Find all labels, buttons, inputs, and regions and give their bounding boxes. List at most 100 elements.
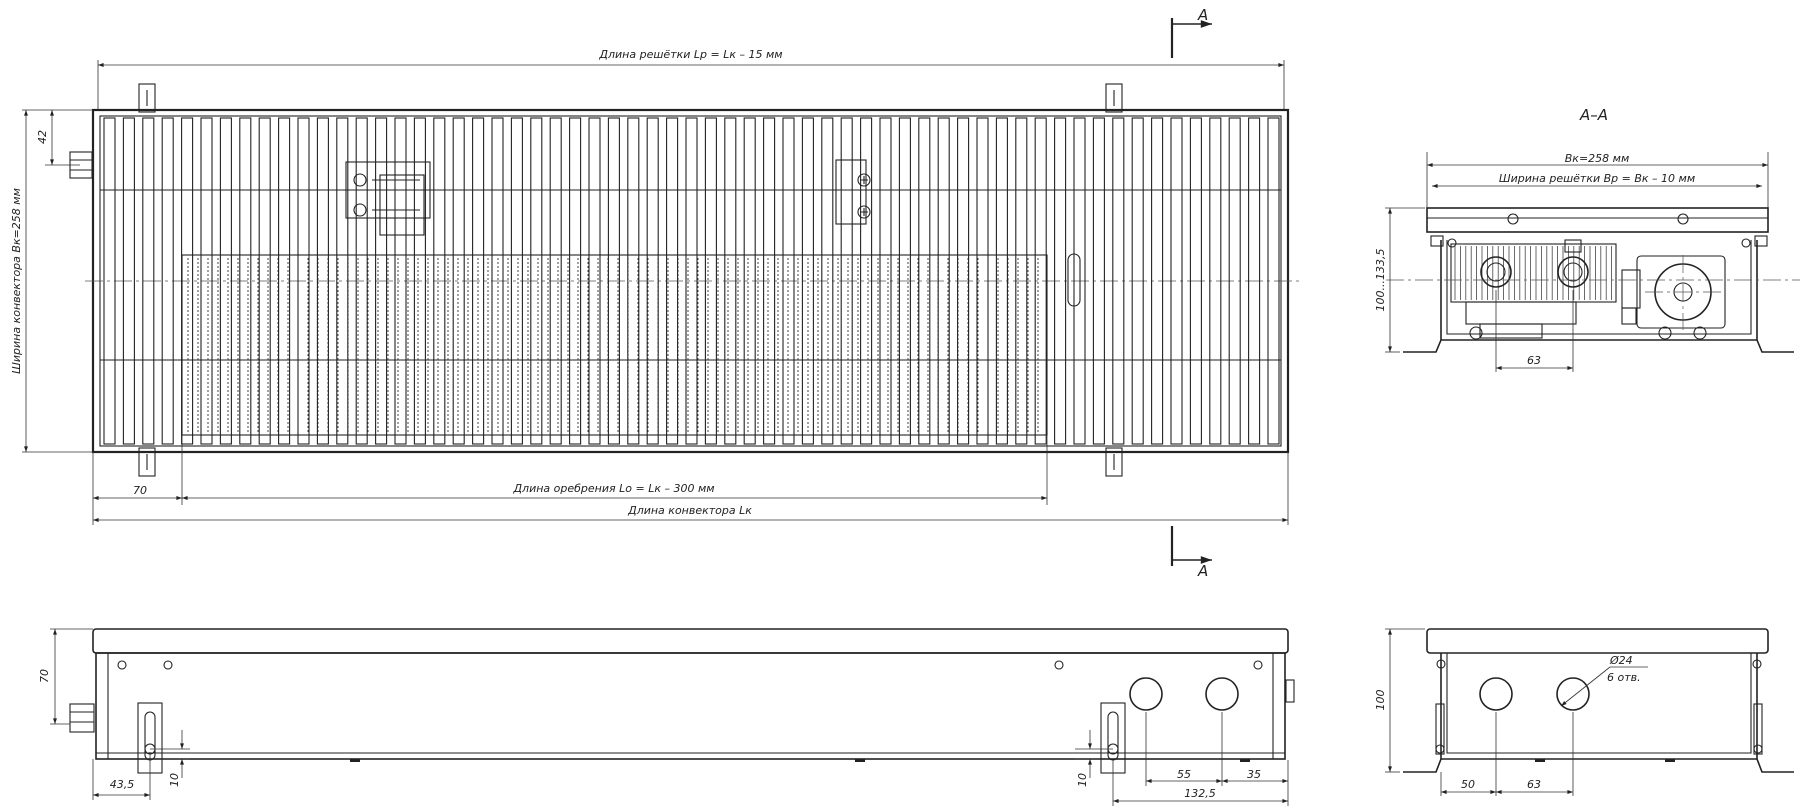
grille-slat — [1073, 117, 1086, 445]
valve-block-left — [345, 161, 431, 236]
front-dim-43-5-label: 43,5 — [110, 778, 135, 791]
grille-slat — [995, 117, 1008, 445]
grille-handle — [1067, 253, 1081, 307]
front-dim-10-left-label: 10 — [168, 773, 181, 787]
grille-slat — [1209, 117, 1222, 445]
grille-width-label: Ширина решётки Вр = Вк – 10 мм — [1499, 172, 1695, 185]
bracket-top-left — [138, 83, 156, 113]
grille-slat — [452, 117, 465, 445]
section-grille — [1426, 207, 1769, 233]
front-dim-132-5-label: 132,5 — [1184, 787, 1216, 800]
section-housing — [1440, 240, 1758, 341]
grille-slat — [549, 117, 562, 445]
grille-slat — [336, 117, 349, 445]
section-title: А–А — [1579, 106, 1608, 124]
grille-slat — [840, 117, 853, 445]
grille-slat — [724, 117, 737, 445]
grille-slat — [316, 117, 329, 445]
convector-length-label: Длина конвектора Lк — [627, 504, 752, 517]
grille-slat — [937, 117, 950, 445]
section-mark-bottom: А — [1170, 526, 1212, 580]
front-dim-55-label: 55 — [1177, 768, 1191, 781]
grille-slat — [763, 117, 776, 445]
section-view: А–А Вк=258 мм Ширина решётки Вр = Вк – 1… — [1374, 106, 1800, 372]
grille-slat — [200, 117, 213, 445]
grille-slat — [355, 117, 368, 445]
grille-slat — [646, 117, 659, 445]
section-tube-1 — [1480, 256, 1512, 288]
grille-slat — [1054, 117, 1067, 445]
heat-exchanger-area — [181, 254, 1048, 436]
side-top-plate — [1426, 628, 1769, 654]
grille-slat — [103, 117, 116, 445]
grille-slat — [1248, 117, 1261, 445]
grille-slat — [782, 117, 795, 445]
side-view: Ø24 6 отв. 100 50 63 — [1374, 628, 1794, 796]
grille-slat — [627, 117, 640, 445]
section-dim-63-label: 63 — [1527, 354, 1541, 367]
grille-slat — [142, 117, 155, 445]
front-hole-2 — [1205, 677, 1239, 711]
section-fan — [1636, 255, 1726, 329]
grille-slat — [297, 117, 310, 445]
dim-42-label: 42 — [36, 130, 49, 144]
front-hole-1 — [1129, 677, 1163, 711]
grille-slat — [607, 117, 620, 445]
grille-slat — [1034, 117, 1047, 445]
grille-slat — [957, 117, 970, 445]
diameter-label: Ø24 — [1609, 654, 1633, 667]
bracket-bottom-right — [1105, 447, 1123, 477]
holes-count-label: 6 отв. — [1607, 671, 1641, 684]
grille-slat — [472, 117, 485, 445]
grille-slat — [413, 117, 426, 445]
bracket-bottom-left — [138, 447, 156, 477]
grille-slat — [1092, 117, 1105, 445]
front-dim-10-right-label: 10 — [1076, 773, 1089, 787]
grille-slat — [821, 117, 834, 445]
grille-slat — [258, 117, 271, 445]
side-hole-2 — [1556, 677, 1590, 711]
grille-slat — [530, 117, 543, 445]
grille-slat — [181, 117, 194, 445]
grille-slat — [1228, 117, 1241, 445]
side-body — [1440, 653, 1758, 760]
grille-slat — [879, 117, 892, 445]
convector-width-label: Ширина конвектора Вк=258 мм — [10, 188, 23, 374]
grille-slats — [103, 117, 1280, 445]
grille-slat — [1267, 117, 1280, 445]
grille-slat — [918, 117, 931, 445]
grille-slat — [394, 117, 407, 445]
section-tube-2 — [1557, 256, 1589, 288]
grille-slat — [239, 117, 252, 445]
side-dim-50-label: 50 — [1461, 778, 1475, 791]
top-view: А А Длина решётки Lр = Lк – 15 мм Ширина… — [10, 6, 1300, 580]
dim-70-top-label: 70 — [133, 484, 147, 497]
grille-slat — [491, 117, 504, 445]
front-dim-35-label: 35 — [1247, 768, 1261, 781]
grille-slat — [743, 117, 756, 445]
grille-slat — [898, 117, 911, 445]
section-mark-letter-bottom: А — [1197, 562, 1208, 580]
grille-slat — [860, 117, 873, 445]
front-view: 70 43,5 10 10 55 35 132,5 — [38, 628, 1295, 806]
grille-slat — [801, 117, 814, 445]
grille-slat — [1189, 117, 1202, 445]
grille-slat — [375, 117, 388, 445]
grille-slat — [122, 117, 135, 445]
grille-slat — [1112, 117, 1125, 445]
grille-slat — [666, 117, 679, 445]
width-bk-label: Вк=258 мм — [1565, 152, 1630, 165]
valve-block-right — [835, 159, 871, 225]
section-mark-top: А — [1170, 6, 1212, 58]
height-range-label: 100...133,5 — [1374, 249, 1387, 312]
front-top-plate — [92, 628, 1289, 654]
grille-slat — [278, 117, 291, 445]
grille-length-label: Длина решётки Lр = Lк – 15 мм — [598, 48, 782, 61]
grille-slat — [1131, 117, 1144, 445]
grille-slat — [704, 117, 717, 445]
grille-slat — [1170, 117, 1183, 445]
front-dim-70-label: 70 — [38, 669, 51, 683]
grille-slat — [685, 117, 698, 445]
section-heat-exchanger — [1450, 243, 1617, 303]
